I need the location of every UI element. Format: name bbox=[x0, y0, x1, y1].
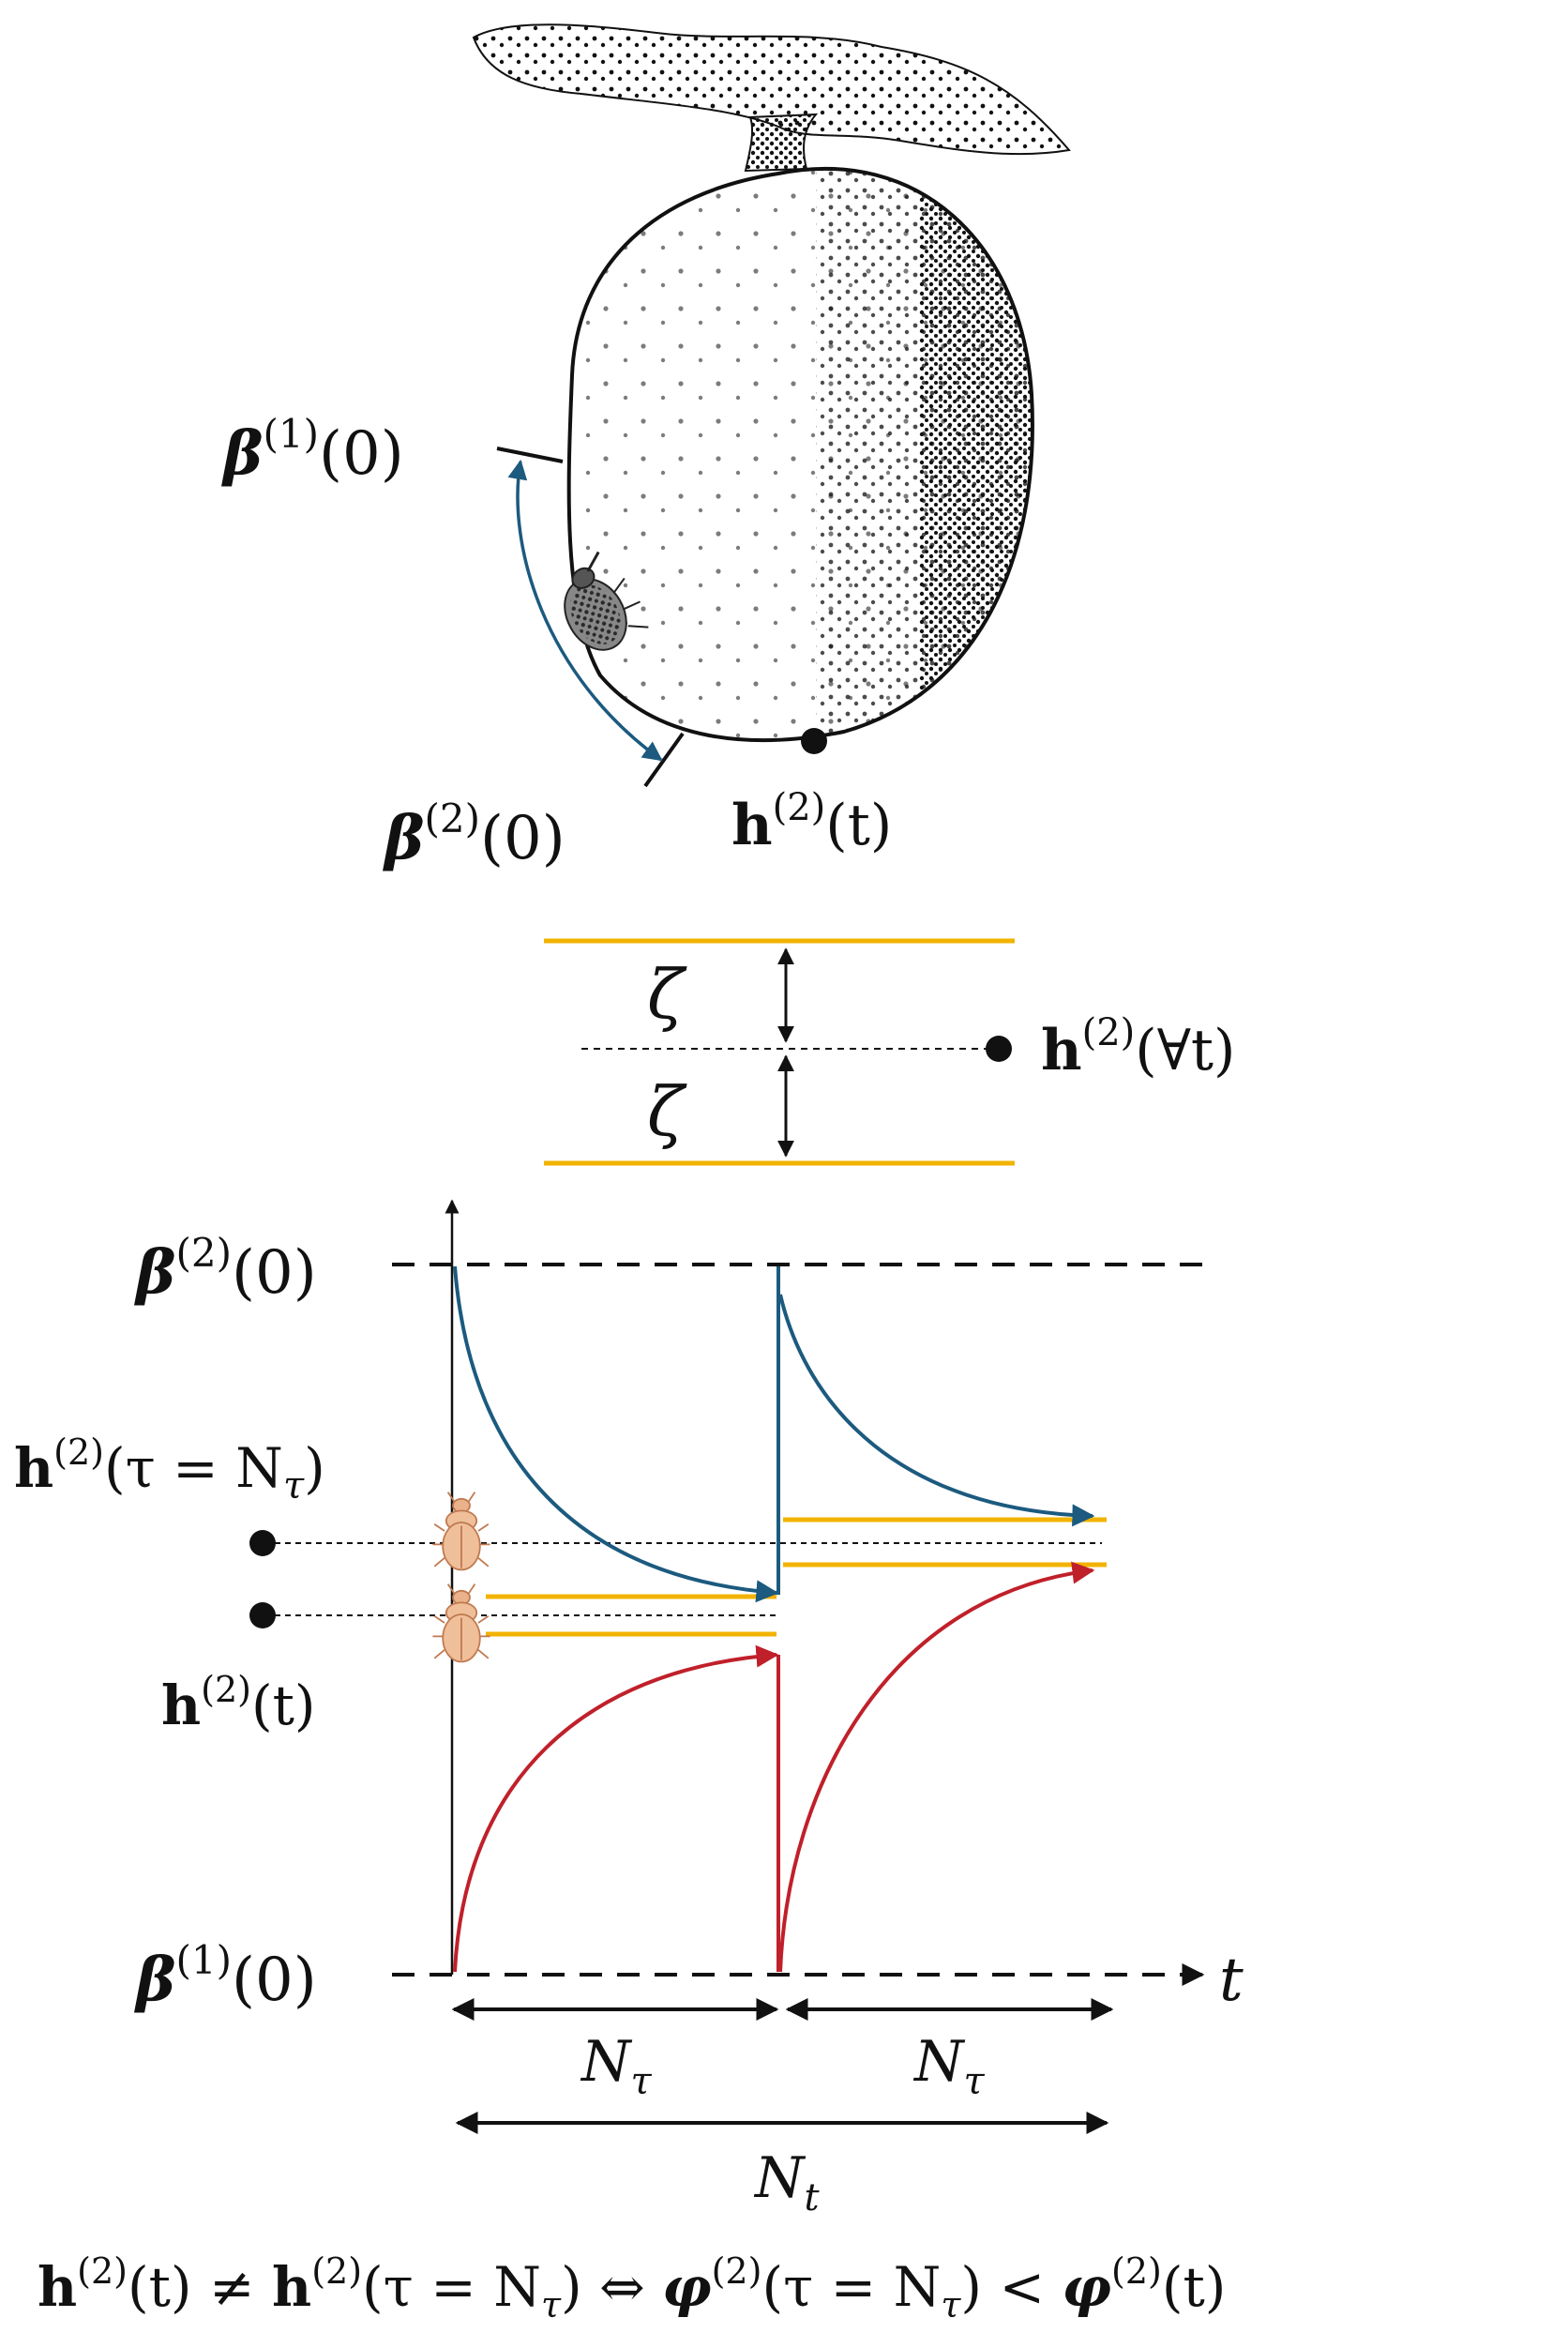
time-plot: β(2)(0) β(1)(0) h(2)(τ = Nτ) h(2)(t) t N… bbox=[14, 1199, 1244, 2219]
red-growth-curve-1 bbox=[453, 1644, 779, 1973]
label-beta2-plot: β(2)(0) bbox=[134, 1230, 317, 1308]
blue-decay-curve-2 bbox=[778, 1294, 1095, 1527]
zeta-label-upper: ζ bbox=[647, 955, 687, 1034]
n-tau-label-2: Nτ bbox=[912, 2029, 986, 2103]
beta2-tick bbox=[643, 732, 685, 788]
label-h2-t-plot: h(2)(t) bbox=[161, 1669, 316, 1737]
h-tau-point bbox=[249, 1530, 276, 1556]
seed-outline bbox=[566, 167, 1034, 743]
h2-forall-point bbox=[986, 1036, 1012, 1062]
label-beta1-top: β(1)(0) bbox=[221, 411, 404, 489]
blue-decay-curve-1 bbox=[453, 1265, 779, 1603]
label-beta2-top: β(2)(0) bbox=[383, 795, 565, 873]
zeta-band: ζ ζ h(2)(∀t) bbox=[544, 938, 1235, 1166]
beta1-tick bbox=[496, 447, 564, 463]
seed-stem bbox=[744, 113, 819, 173]
label-h2-t-top: h(2)(t) bbox=[731, 786, 892, 858]
beetle-icon bbox=[431, 1583, 491, 1663]
n-tau-label-1: Nτ bbox=[580, 2029, 653, 2103]
blue-arc-arrow bbox=[507, 459, 663, 762]
label-beta1-plot: β(1)(0) bbox=[134, 1937, 317, 2015]
label-h2-tau: h(2)(τ = Nτ) bbox=[14, 1432, 325, 1507]
red-growth-curve-2 bbox=[778, 1561, 1095, 1973]
h-t-point bbox=[249, 1602, 276, 1628]
branch bbox=[472, 23, 1071, 156]
bottom-equation: h(2)(t) ≠ h(2)(τ = Nτ) ⇔ φ(2)(τ = Nτ) < … bbox=[38, 2250, 1226, 2325]
t-axis-label: t bbox=[1219, 1946, 1244, 2015]
h2-point-seed bbox=[801, 728, 827, 754]
beetle-icon bbox=[431, 1491, 491, 1571]
n-t-label: Nt bbox=[753, 2145, 821, 2219]
zeta-label-lower: ζ bbox=[647, 1072, 687, 1151]
label-h2-forall: h(2)(∀t) bbox=[1041, 1011, 1235, 1083]
